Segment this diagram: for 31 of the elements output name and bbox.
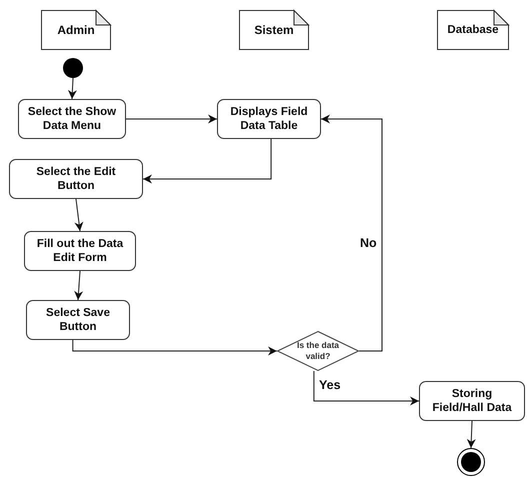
arrow	[313, 370, 420, 406]
node-label: Select the Show Data Menu	[26, 104, 118, 134]
node-label: Select the Edit Button	[35, 164, 117, 194]
activity-box	[9, 159, 143, 199]
arrow	[142, 138, 272, 184]
node-label: Displays Field Data Table	[229, 104, 309, 134]
activity-box	[24, 231, 136, 271]
note-shape	[437, 10, 509, 50]
arrow	[74, 198, 84, 232]
decision-diamond	[277, 331, 359, 371]
arrow	[74, 270, 84, 300]
node-label: Sistem	[254, 22, 294, 38]
node-label: Admin	[57, 22, 95, 38]
arrow	[466, 420, 476, 448]
activity-box	[419, 381, 525, 421]
arrow	[72, 340, 278, 356]
activity-box	[217, 99, 321, 139]
note-shape	[239, 10, 309, 50]
start-node	[63, 58, 83, 78]
node-label: Select Save Button	[45, 306, 111, 334]
node-label: Storing Field/Hall Data	[431, 386, 513, 416]
note-shape	[41, 10, 111, 50]
node-label: Is the data valid?	[296, 340, 340, 362]
activity-box	[18, 99, 126, 139]
end-node	[457, 448, 485, 476]
arrow	[68, 78, 77, 100]
arrow	[126, 114, 218, 124]
node-label: Database	[447, 22, 499, 38]
arrow	[320, 114, 382, 352]
activity-box	[26, 300, 130, 340]
node-label: Fill out the Data Edit Form	[36, 236, 124, 266]
